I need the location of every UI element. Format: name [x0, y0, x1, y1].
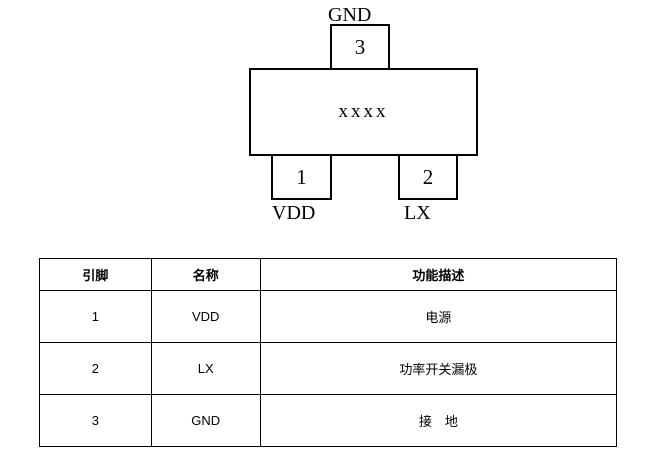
pin-number-2: 2	[422, 164, 434, 189]
header-pin: 引脚	[39, 258, 152, 291]
pin-3: 3	[330, 24, 390, 70]
pin-label-gnd: GND	[328, 4, 372, 26]
pin-label-vdd: VDD	[272, 202, 316, 224]
header-name: 名称	[150, 258, 261, 291]
pin-label-lx: LX	[404, 202, 431, 224]
cell-pin: 3	[39, 394, 152, 447]
cell-name: VDD	[150, 290, 261, 343]
table-row: 3 GND 接 地	[39, 394, 618, 447]
chip-marking: xxxx	[338, 101, 389, 122]
cell-name: LX	[150, 342, 261, 395]
table-header-row: 引脚 名称 功能描述	[39, 258, 618, 291]
pin-1: 1	[271, 154, 332, 200]
cell-function: 功率开关漏极	[259, 342, 618, 395]
table-row: 2 LX 功率开关漏极	[39, 342, 618, 395]
header-function: 功能描述	[259, 258, 618, 291]
pin-number-1: 1	[296, 164, 307, 189]
cell-function: 接 地	[259, 394, 618, 447]
pin-2: 2	[398, 154, 458, 200]
cell-name: GND	[150, 394, 261, 447]
cell-pin: 1	[39, 290, 152, 343]
chip-body: xxxx	[249, 68, 478, 156]
pin-table: 引脚 名称 功能描述 1 VDD 电源 2 LX 功率开关漏极 3 GND 接 …	[39, 258, 618, 447]
cell-pin: 2	[39, 342, 152, 395]
table-row: 1 VDD 电源	[39, 290, 618, 343]
cell-function: 电源	[259, 290, 618, 343]
pin-number-3: 3	[354, 34, 366, 59]
